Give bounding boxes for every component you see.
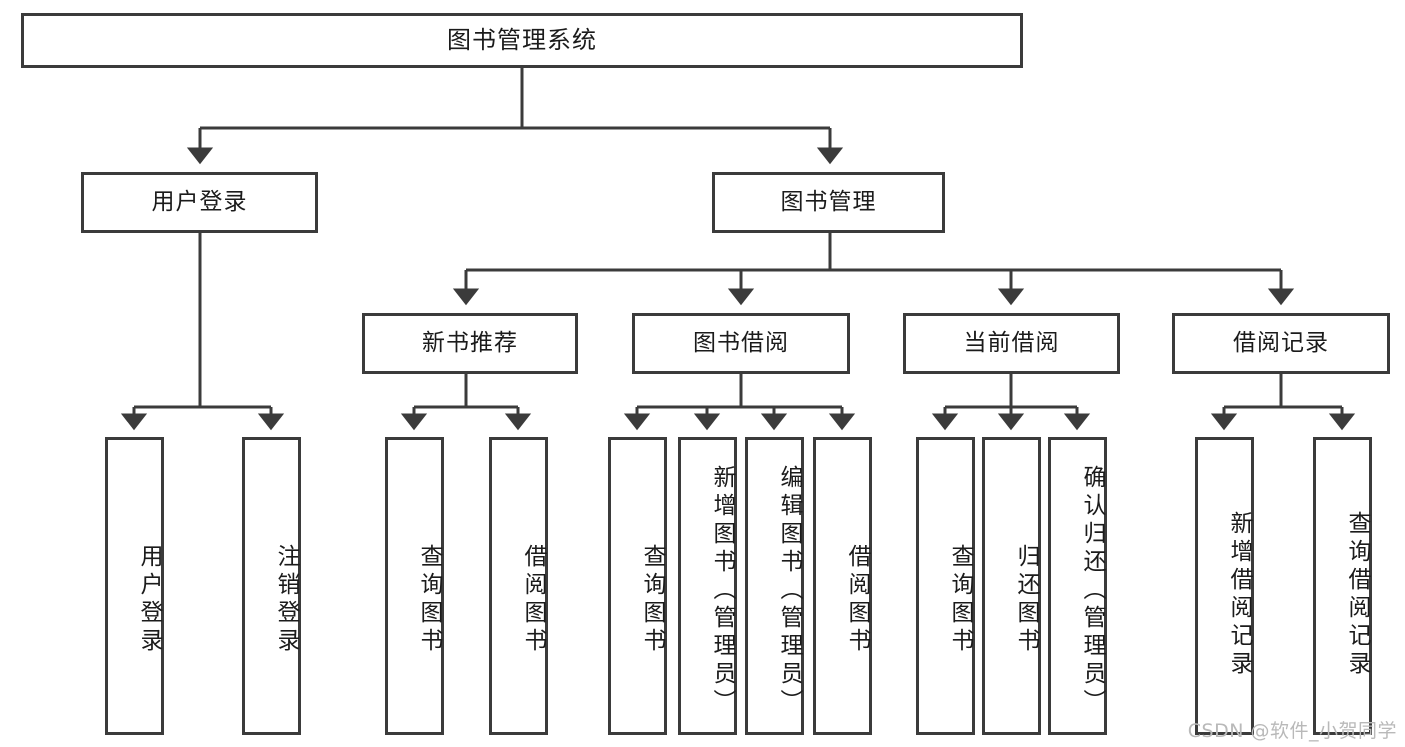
node-user-login-label: 用户登录 <box>151 188 248 215</box>
leaf-add-record-label: 新增借阅记录 <box>1226 511 1252 679</box>
leaf-query-book-2[interactable]: 查询图书 <box>608 437 667 735</box>
leaf-edit-book[interactable]: 编辑图书（管理员） <box>745 437 804 735</box>
node-book-borrow[interactable]: 图书借阅 <box>632 313 850 374</box>
leaf-user-login[interactable]: 用户登录 <box>105 437 164 735</box>
node-current-borrow-label: 当前借阅 <box>963 329 1060 356</box>
leaf-user-logout-label: 注销登录 <box>273 544 299 656</box>
node-current-borrow[interactable]: 当前借阅 <box>903 313 1120 374</box>
leaf-confirm-return[interactable]: 确认归还（管理员） <box>1048 437 1107 735</box>
leaf-query-book-2-label: 查询图书 <box>639 544 665 656</box>
leaf-add-record[interactable]: 新增借阅记录 <box>1195 437 1254 735</box>
leaf-query-record[interactable]: 查询借阅记录 <box>1313 437 1372 735</box>
leaf-borrow-book-2-label: 借阅图书 <box>844 544 870 656</box>
node-book-manage[interactable]: 图书管理 <box>712 172 945 233</box>
leaf-edit-book-label: 编辑图书（管理员） <box>776 465 802 717</box>
leaf-query-book-3[interactable]: 查询图书 <box>916 437 975 735</box>
leaf-add-book[interactable]: 新增图书（管理员） <box>678 437 737 735</box>
node-borrow-record-label: 借阅记录 <box>1233 329 1329 356</box>
node-book-borrow-label: 图书借阅 <box>693 329 789 356</box>
node-root[interactable]: 图书管理系统 <box>21 13 1023 68</box>
leaf-add-book-label: 新增图书（管理员） <box>709 465 735 717</box>
leaf-return-book[interactable]: 归还图书 <box>982 437 1041 735</box>
node-book-manage-label: 图书管理 <box>780 188 877 215</box>
watermark: CSDN @软件_小贺同学 <box>1187 720 1397 742</box>
node-root-label: 图书管理系统 <box>447 26 597 55</box>
leaf-return-book-label: 归还图书 <box>1013 544 1039 656</box>
leaf-query-book-1-label: 查询图书 <box>416 544 442 656</box>
node-user-login[interactable]: 用户登录 <box>81 172 318 233</box>
node-new-book-recommend[interactable]: 新书推荐 <box>362 313 578 374</box>
leaf-query-book-1[interactable]: 查询图书 <box>385 437 444 735</box>
leaf-user-logout[interactable]: 注销登录 <box>242 437 301 735</box>
leaf-query-book-3-label: 查询图书 <box>947 544 973 656</box>
leaf-borrow-book-2[interactable]: 借阅图书 <box>813 437 872 735</box>
leaf-user-login-label: 用户登录 <box>136 544 162 656</box>
leaf-query-record-label: 查询借阅记录 <box>1344 511 1370 679</box>
node-borrow-record[interactable]: 借阅记录 <box>1172 313 1390 374</box>
leaf-confirm-return-label: 确认归还（管理员） <box>1079 465 1105 717</box>
node-new-book-recommend-label: 新书推荐 <box>422 329 518 356</box>
leaf-borrow-book-1-label: 借阅图书 <box>520 544 546 656</box>
leaf-borrow-book-1[interactable]: 借阅图书 <box>489 437 548 735</box>
